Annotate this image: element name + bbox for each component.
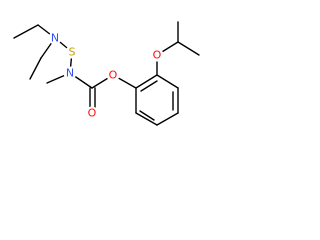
atom-s-link-label: S: [69, 46, 76, 59]
molecule-structure: N S N O O O: [13, 21, 200, 126]
ring-bond-5: [135, 112, 158, 126]
atom-o-carbonyl-label: O: [88, 107, 97, 120]
atom-s-link: S: [65, 45, 79, 59]
atom-o-carbonyl: O: [85, 106, 99, 120]
atom-n-amine: N: [48, 31, 62, 45]
diethyl-bonds: [13, 24, 56, 80]
ring-bond-4: [156, 112, 179, 126]
atom-o-ether-label: O: [153, 49, 162, 62]
bond-ethyl2-ch2-ch3: [29, 57, 42, 80]
atom-n-carbamate: N: [63, 66, 77, 80]
atom-o-ester-label: O: [109, 69, 118, 82]
atom-o-ester: O: [106, 68, 120, 82]
bond-ethyl1-ch3-ch2: [13, 24, 39, 39]
ring-bond-2: [156, 74, 179, 89]
isopropoxy-bonds: [156, 21, 200, 76]
ring-bond-1: [135, 74, 158, 89]
atom-o-ether: O: [150, 48, 164, 62]
benzene-ring: [135, 74, 179, 126]
atom-n-amine-label: N: [51, 32, 59, 45]
ring-inner-bond-c: [139, 110, 155, 121]
atom-n-carbamate-label: N: [66, 67, 74, 80]
ring-inner-bond-a: [140, 80, 158, 92]
bond-ch-methyl-right: [177, 41, 200, 56]
